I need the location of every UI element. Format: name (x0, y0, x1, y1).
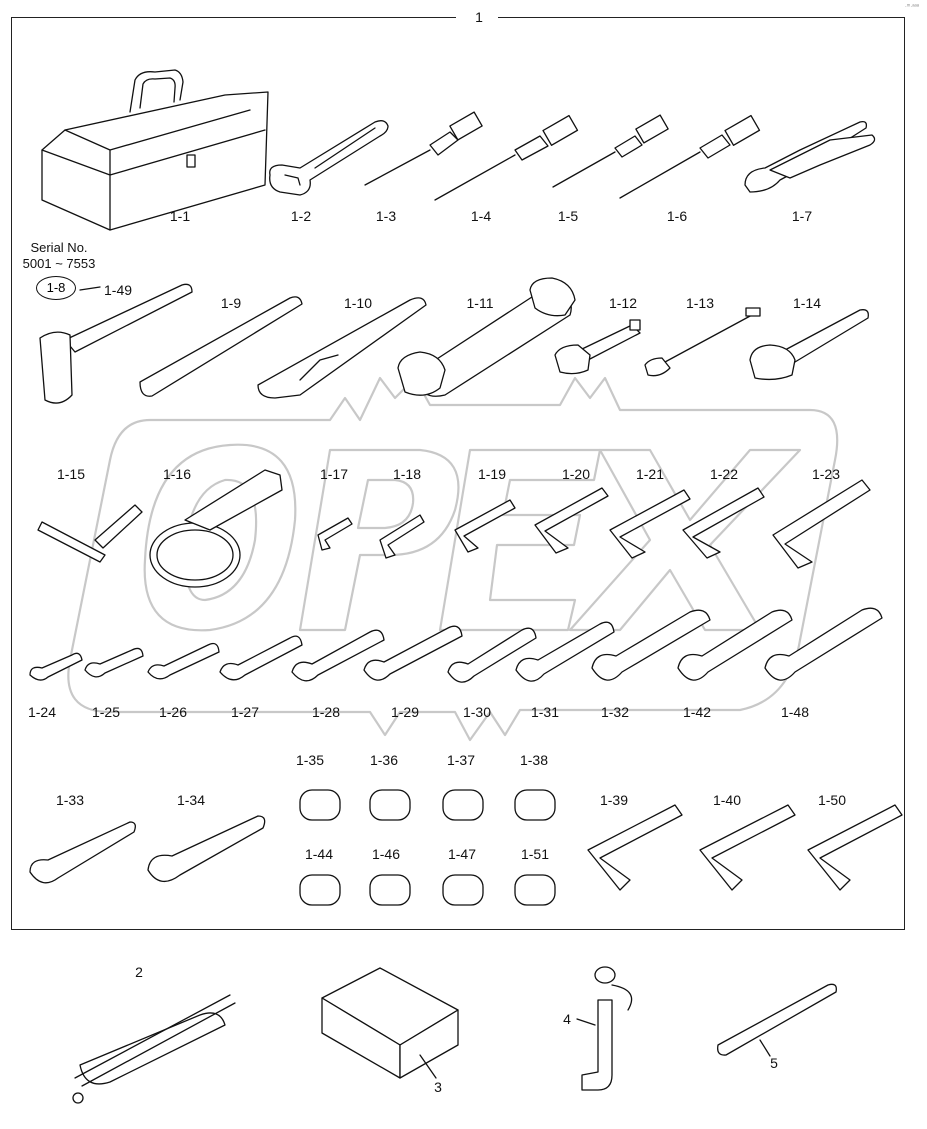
serial-to-part: 1-49 (104, 282, 133, 298)
label-1-26: 1-26 (158, 704, 188, 720)
label-1-36: 1-36 (369, 752, 399, 768)
label-1-30: 1-30 (462, 704, 492, 720)
label-1-20: 1-20 (561, 466, 591, 482)
label-1-16: 1-16 (162, 466, 192, 482)
corner-mark: ·ᵐ·ᵃᵃᵃ (904, 4, 919, 10)
label-1-51: 1-51 (520, 846, 550, 862)
box-drawing (321, 967, 459, 1079)
pipe-drawing (257, 297, 427, 399)
label-1-21: 1-21 (635, 466, 665, 482)
sockets-drawing (299, 789, 556, 906)
group-title: 1 (475, 9, 483, 25)
socket-handle-drawing (397, 277, 576, 397)
filter-wrench-drawing (149, 469, 283, 588)
serial-note: Serial No. 5001 ~ 7553 (14, 240, 104, 272)
leader-4 (576, 1018, 596, 1026)
bar-drawing (139, 296, 303, 397)
serial-leader-line (79, 286, 101, 291)
label-1-19: 1-19 (477, 466, 507, 482)
pliers-drawing (744, 120, 876, 193)
spanner-wrenches-drawing (29, 815, 266, 884)
serial-line-2: 5001 ~ 7553 (22, 256, 96, 271)
label-1-50: 1-50 (817, 792, 847, 808)
label-1-3: 1-3 (375, 208, 397, 224)
serial-from-part: 1-8 (36, 276, 76, 300)
hammer-drawing (39, 283, 193, 404)
large-hex-keys-drawing (587, 804, 903, 891)
bar-rod-drawing (717, 983, 837, 1056)
label-1-33: 1-33 (55, 792, 85, 808)
label-1-31: 1-31 (530, 704, 560, 720)
label-1-47: 1-47 (447, 846, 477, 862)
screwdrivers-drawing (364, 111, 761, 201)
label-1-5: 1-5 (557, 208, 579, 224)
label-3: 3 (434, 1079, 442, 1095)
hex-keys-drawing (317, 479, 871, 569)
label-1-34: 1-34 (176, 792, 206, 808)
label-1-4: 1-4 (470, 208, 492, 224)
label-1-22: 1-22 (709, 466, 739, 482)
adjustable-wrench-drawing (269, 120, 389, 196)
t-handle-drawing (37, 504, 143, 563)
label-2: 2 (135, 964, 143, 980)
label-1-18: 1-18 (392, 466, 422, 482)
leader-3 (419, 1054, 437, 1079)
label-1-39: 1-39 (599, 792, 629, 808)
label-1-29: 1-29 (390, 704, 420, 720)
serial-line-1: Serial No. (30, 240, 88, 255)
extension-bar-drawing (644, 307, 761, 377)
label-1-17: 1-17 (319, 466, 349, 482)
label-1-23: 1-23 (811, 466, 841, 482)
label-5: 5 (770, 1055, 778, 1071)
socket-wrench-l-drawing (581, 966, 633, 1091)
label-4: 4 (563, 1011, 571, 1027)
label-1-32: 1-32 (600, 704, 630, 720)
label-1-1: 1-1 (169, 208, 191, 224)
label-1-12: 1-12 (608, 295, 638, 311)
socket-extension-drawing (554, 319, 641, 375)
label-1-13: 1-13 (685, 295, 715, 311)
label-1-37: 1-37 (446, 752, 476, 768)
label-1-28: 1-28 (311, 704, 341, 720)
open-end-wrenches-drawing (29, 607, 883, 683)
label-1-35: 1-35 (295, 752, 325, 768)
label-1-24: 1-24 (27, 704, 57, 720)
label-1-11: 1-11 (466, 295, 494, 311)
label-1-42: 1-42 (682, 704, 712, 720)
label-1-40: 1-40 (712, 792, 742, 808)
label-1-38: 1-38 (519, 752, 549, 768)
label-1-10: 1-10 (343, 295, 373, 311)
leader-5 (759, 1039, 771, 1057)
label-1-7: 1-7 (791, 208, 813, 224)
toolbox-drawing (41, 69, 269, 231)
label-1-44: 1-44 (304, 846, 334, 862)
label-1-25: 1-25 (91, 704, 121, 720)
label-1-14: 1-14 (792, 295, 822, 311)
label-1-48: 1-48 (780, 704, 810, 720)
ratchet-drawing (749, 309, 869, 381)
label-1-2: 1-2 (290, 208, 312, 224)
label-1-46: 1-46 (371, 846, 401, 862)
label-1-6: 1-6 (666, 208, 688, 224)
label-1-15: 1-15 (56, 466, 86, 482)
grease-gun-drawing (72, 994, 236, 1104)
label-1-27: 1-27 (230, 704, 260, 720)
label-1-9: 1-9 (220, 295, 242, 311)
title-gap (456, 8, 498, 26)
